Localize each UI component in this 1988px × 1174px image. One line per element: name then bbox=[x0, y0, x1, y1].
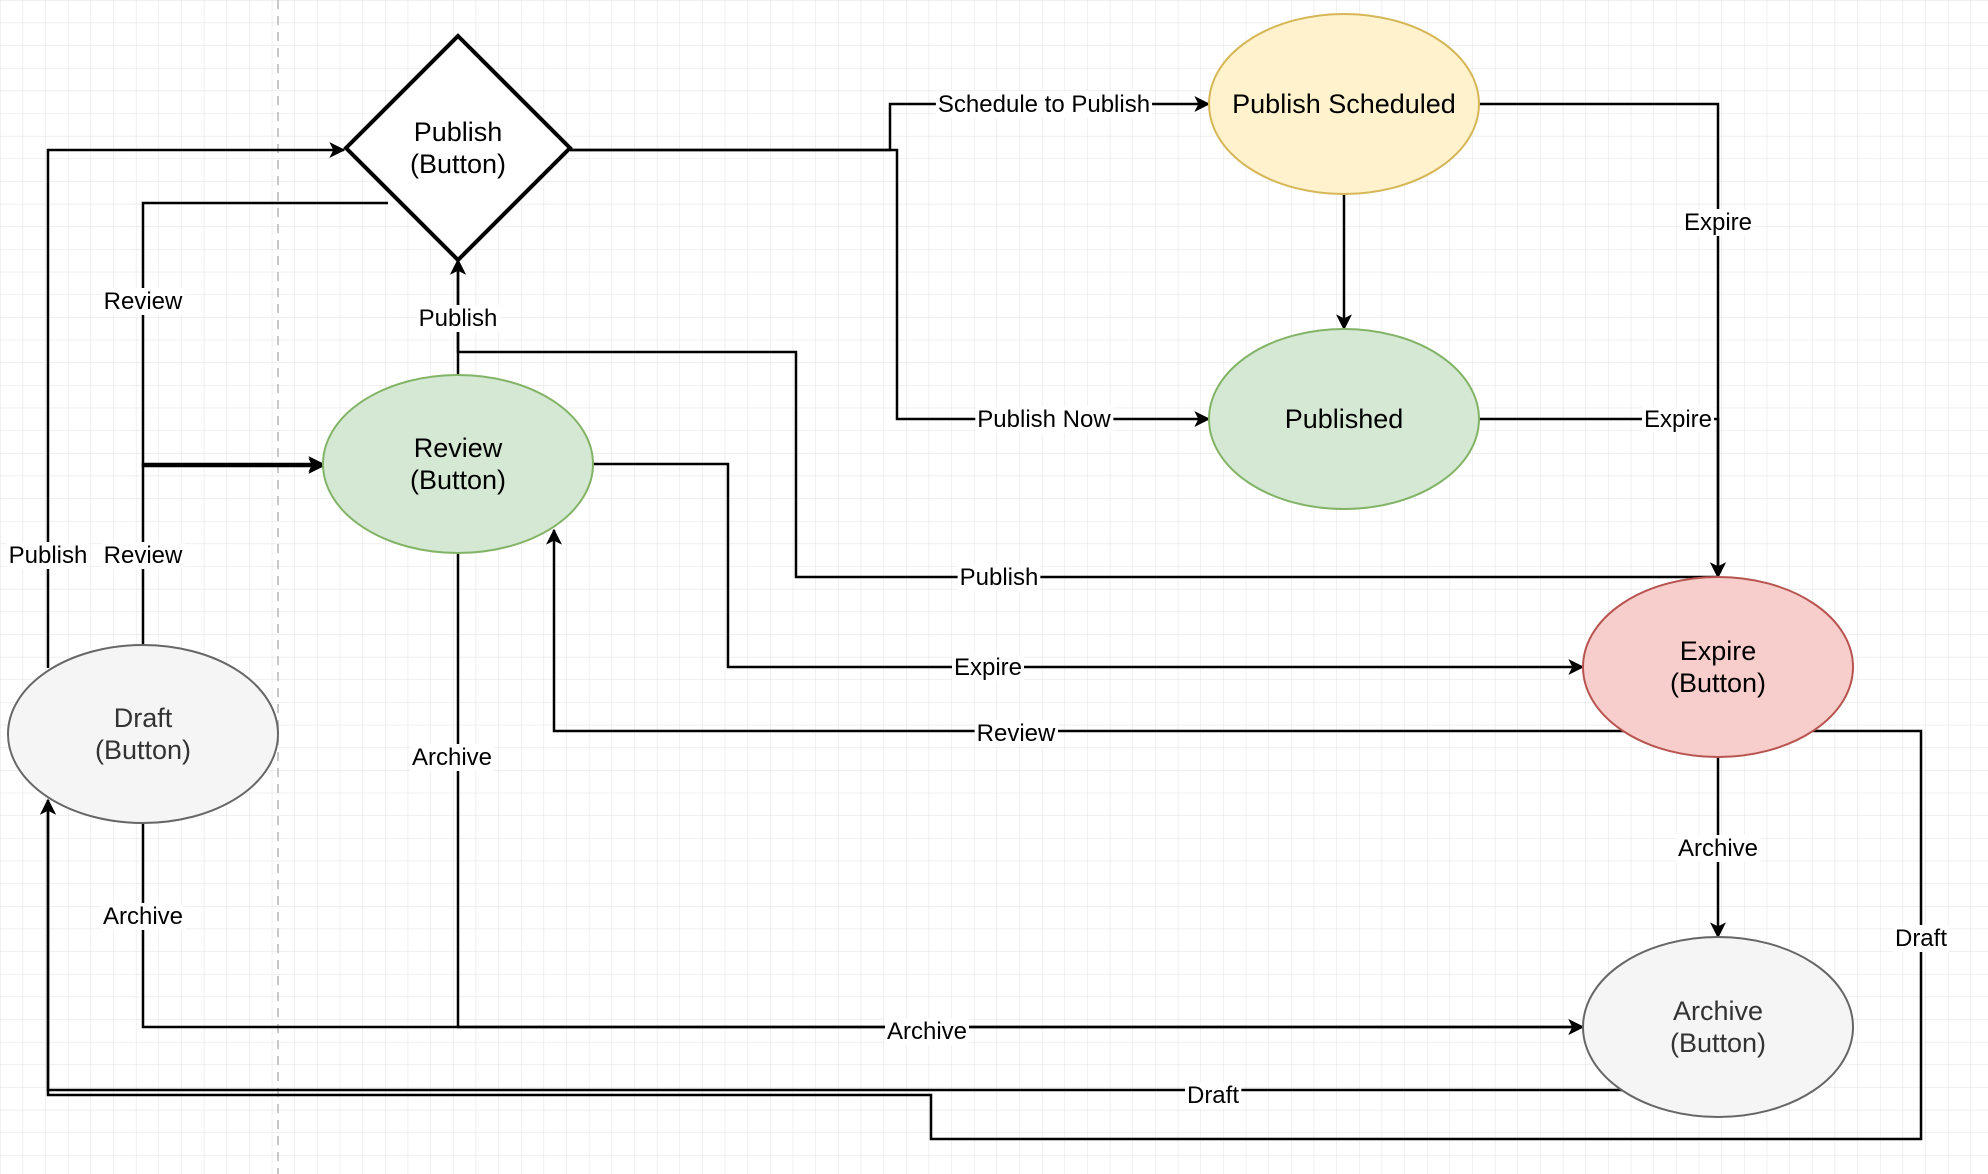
edge-label-e5: Schedule to Publish bbox=[935, 91, 1153, 118]
node-draft-ellipse bbox=[7, 644, 279, 824]
node-draft-label-1: (Button) bbox=[95, 735, 191, 765]
edge-label-text-e3: Review bbox=[104, 288, 183, 315]
edge-label-bg-e16 bbox=[1184, 1082, 1242, 1109]
node-published[interactable]: Published bbox=[1208, 328, 1480, 510]
edge-label-bg-e5 bbox=[935, 91, 1153, 118]
edge-label-text-e10: Publish bbox=[960, 564, 1039, 591]
node-scheduled-ellipse bbox=[1208, 13, 1480, 195]
edge-label-text-e12: Review bbox=[977, 720, 1056, 747]
edge-e11 bbox=[593, 462, 1585, 675]
edge-label-text-e15: Archive bbox=[1678, 835, 1758, 862]
edge-label-bg-e17 bbox=[1892, 925, 1950, 952]
edge-label-e11: Expire bbox=[951, 654, 1025, 681]
edge-label-text-e17: Draft bbox=[1895, 925, 1947, 952]
node-published-label-0: Published bbox=[1285, 404, 1404, 434]
node-expire-label-0: Expire bbox=[1680, 636, 1757, 666]
edge-label-e10: Publish bbox=[957, 564, 1041, 591]
edge-label-bg-e10 bbox=[957, 564, 1041, 591]
node-archive-label-1: (Button) bbox=[1670, 1028, 1766, 1058]
edge-label-e17: Draft bbox=[1892, 925, 1950, 952]
node-expire[interactable]: Expire(Button) bbox=[1582, 576, 1854, 758]
edge-label-e14: Archive bbox=[884, 1018, 970, 1045]
edge-label-text-e11: Expire bbox=[954, 654, 1022, 681]
edge-label-bg-e11 bbox=[951, 654, 1025, 681]
edge-label-text-e6: Publish Now bbox=[977, 406, 1111, 433]
edge-e17 bbox=[40, 729, 1923, 1141]
edge-label-text-e5: Schedule to Publish bbox=[938, 91, 1150, 118]
edge-label-bg-e14 bbox=[884, 1018, 970, 1045]
edge-label-text-e14: Archive bbox=[887, 1018, 967, 1045]
node-review-label-1: (Button) bbox=[410, 465, 506, 495]
node-archive-label-0: Archive bbox=[1673, 996, 1763, 1026]
edge-label-text-e13: Archive bbox=[412, 744, 492, 771]
edge-label-bg-e15 bbox=[1675, 835, 1761, 862]
edge-label-bg-e4 bbox=[416, 305, 500, 332]
edge-label-text-e4: Publish bbox=[419, 305, 498, 332]
edge-label-e13: Archive bbox=[409, 744, 495, 771]
node-publish-label-1: (Button) bbox=[410, 149, 506, 179]
node-archive[interactable]: Archive(Button) bbox=[1582, 936, 1854, 1118]
edge-label-text-e16: Draft bbox=[1187, 1082, 1239, 1109]
node-archive-ellipse bbox=[1582, 936, 1854, 1118]
node-draft-label-0: Draft bbox=[114, 703, 173, 733]
edge-label-e1: Publish bbox=[6, 542, 90, 569]
node-scheduled[interactable]: Publish Scheduled bbox=[1208, 13, 1480, 195]
edge-label-bg-e14-vertical bbox=[100, 903, 186, 930]
edge-label-e15: Archive bbox=[1675, 835, 1761, 862]
edge-label-e6: Publish Now bbox=[975, 406, 1114, 433]
edge-label-bg-e13 bbox=[409, 744, 495, 771]
node-scheduled-label-0: Publish Scheduled bbox=[1232, 89, 1456, 119]
node-publish-diamond bbox=[343, 33, 573, 263]
edge-label-text-e1: Publish bbox=[9, 542, 88, 569]
node-publish[interactable]: Publish(Button) bbox=[343, 33, 573, 263]
node-review-label-0: Review bbox=[414, 433, 503, 463]
edge-label-bg-e1 bbox=[6, 542, 90, 569]
edge-label-bg-e2 bbox=[101, 542, 186, 569]
edge-e1 bbox=[46, 142, 346, 668]
edge-label-e2: Review bbox=[101, 542, 186, 569]
edge-label-e9: Expire bbox=[1641, 406, 1715, 433]
edge-label-bg-e9 bbox=[1641, 406, 1715, 433]
node-expire-label-1: (Button) bbox=[1670, 668, 1766, 698]
edge-e3 bbox=[141, 201, 388, 474]
node-expire-ellipse bbox=[1582, 576, 1854, 758]
edge-label-e4: Publish bbox=[416, 305, 500, 332]
edge-label-bg-e6 bbox=[975, 406, 1114, 433]
nodes-layer: Draft(Button)Review(Button)Publish(Butto… bbox=[7, 13, 1854, 1118]
edge-label-text-e8: Expire bbox=[1684, 209, 1752, 236]
node-published-ellipse bbox=[1208, 328, 1480, 510]
edge-label-bg-e3 bbox=[101, 288, 186, 315]
node-publish-label-0: Publish bbox=[414, 117, 503, 147]
edge-label-e3: Review bbox=[101, 288, 186, 315]
edge-label-bg-e12 bbox=[974, 720, 1059, 747]
edge-label-text-e9: Expire bbox=[1644, 406, 1712, 433]
node-review-ellipse bbox=[322, 374, 594, 554]
edge-e14 bbox=[141, 823, 1585, 1035]
edge-label-e14-vertical: Archive bbox=[100, 903, 186, 930]
edge-label-text-e2: Review bbox=[104, 542, 183, 569]
edge-label-e8: Expire bbox=[1681, 209, 1755, 236]
edge-label-text-e14-vertical: Archive bbox=[103, 903, 183, 930]
node-review[interactable]: Review(Button) bbox=[322, 374, 594, 554]
edge-label-bg-e8 bbox=[1681, 209, 1755, 236]
node-draft[interactable]: Draft(Button) bbox=[7, 644, 279, 824]
edge-label-e16: Draft bbox=[1184, 1082, 1242, 1109]
edge-label-e12: Review bbox=[974, 720, 1059, 747]
edge-e12 bbox=[546, 528, 1625, 733]
edge-e9 bbox=[1479, 417, 1726, 579]
